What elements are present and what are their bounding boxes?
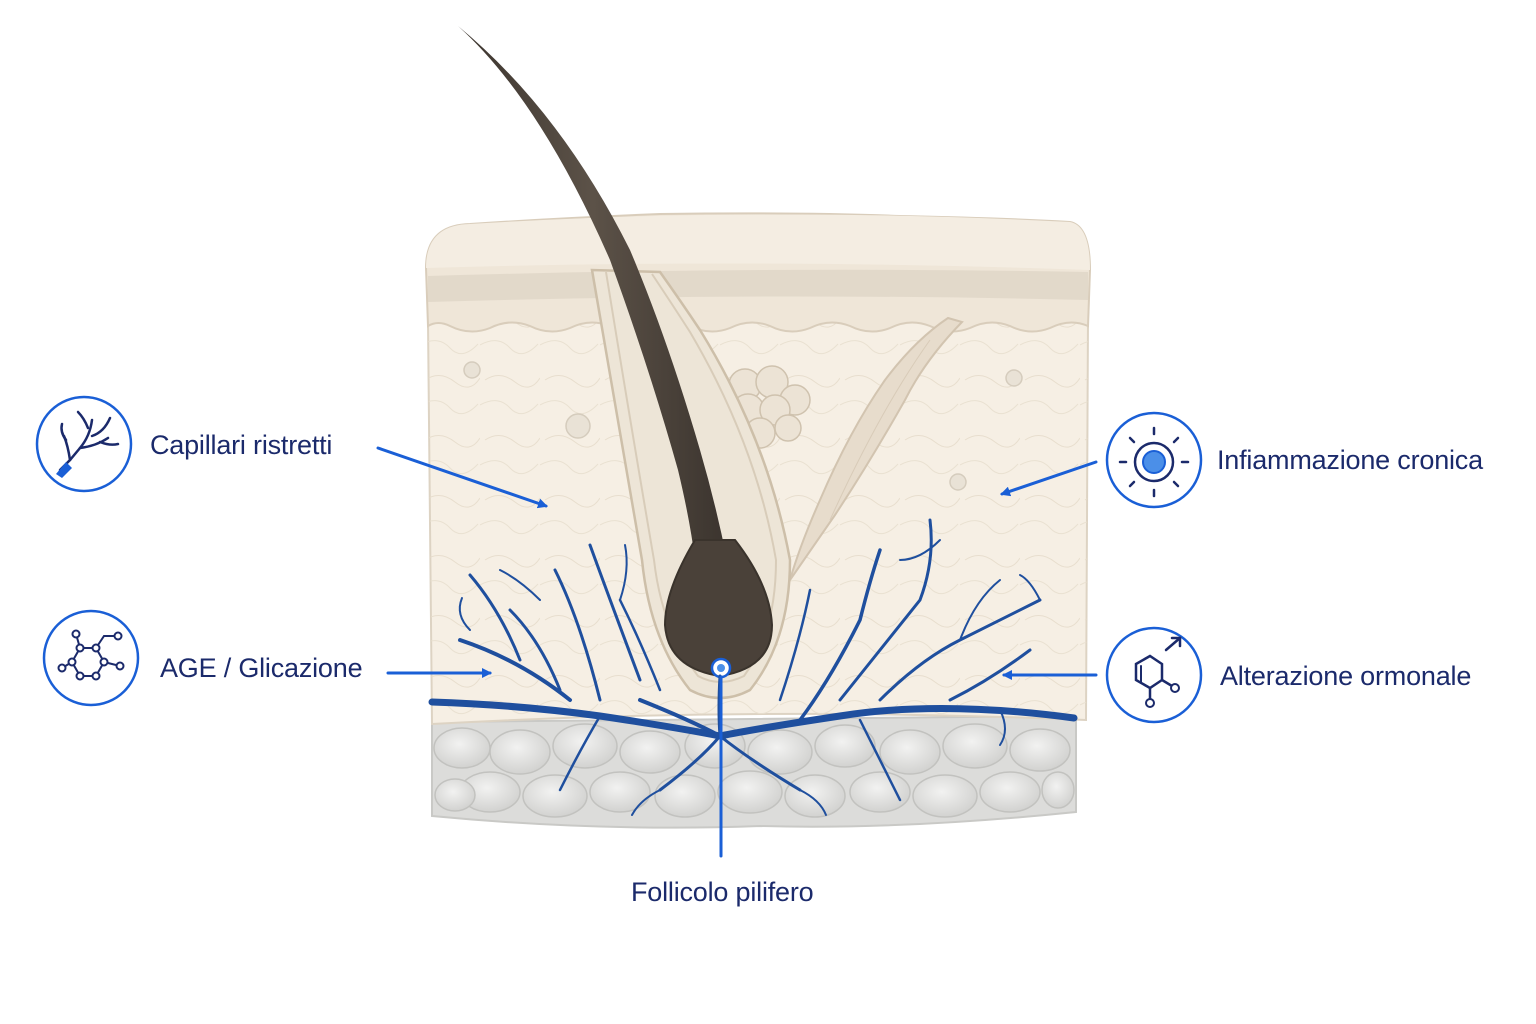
skin-block	[424, 26, 1092, 829]
capillary-branch-icon	[35, 395, 133, 493]
label-alterazione-ormonale: Alterazione ormonale	[1220, 661, 1472, 691]
fat-cells	[433, 723, 1075, 818]
label-infiammazione-cronica: Infiammazione cronica	[1217, 445, 1483, 475]
hair-shaft	[458, 26, 727, 560]
arrow-infiammazione	[1000, 460, 1098, 497]
hormone-molecule-icon	[1105, 626, 1203, 724]
label-follicolo-pilifero: Follicolo pilifero	[631, 877, 814, 907]
inflamed-cell-icon	[1105, 411, 1203, 509]
dermal-cells	[463, 361, 1023, 491]
label-capillari-ristretti: Capillari ristretti	[150, 430, 333, 460]
connector-arrows	[376, 446, 1098, 858]
blood-vessels	[428, 518, 1078, 816]
molecule-network-icon	[42, 609, 140, 707]
arrow-capillari	[376, 446, 548, 509]
label-age-glicazione: AGE / Glicazione	[160, 653, 363, 683]
sebaceous-gland	[688, 365, 811, 449]
